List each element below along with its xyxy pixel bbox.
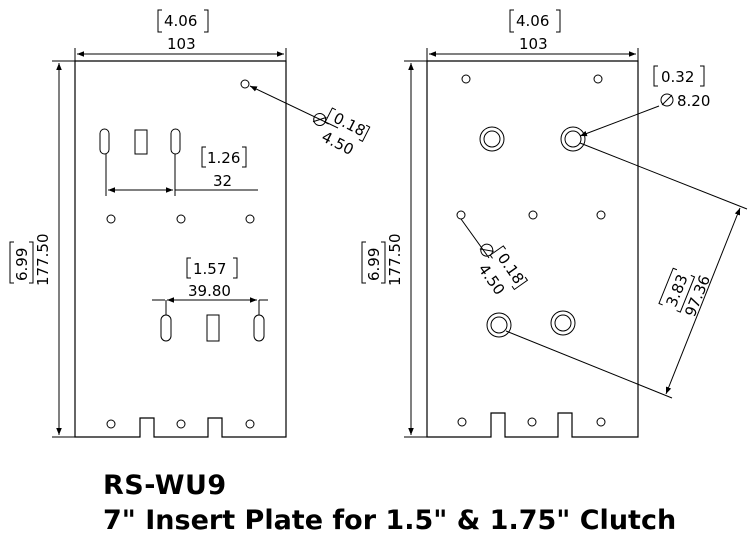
right-top-hole-2 [593, 74, 603, 84]
model-number: RS-WU9 [103, 470, 227, 501]
right-top-hole-1 [461, 74, 471, 84]
right-width-mm: 103 [519, 35, 548, 53]
left-rect-upper [134, 129, 148, 155]
left-mid-hole-1 [106, 214, 116, 224]
right-boss-dia-in: 0.32 [661, 68, 694, 86]
right-mid-hole-1 [456, 210, 466, 220]
right-plate-view: 4.06 103 6.99 177.50 0.32 8.20 [361, 9, 748, 438]
left-height-in: 6.99 [13, 248, 31, 281]
left-slot-dim-1-mm: 32 [213, 172, 232, 190]
right-mid-hole-2 [528, 210, 538, 220]
product-description: 7" Insert Plate for 1.5" & 1.75" Clutch [103, 505, 677, 536]
left-bottom-hole-3 [245, 419, 255, 429]
left-bottom-hole-1 [106, 419, 116, 429]
right-boss-lower-right [550, 310, 576, 336]
right-mid-hole-3 [596, 210, 606, 220]
left-slot-lower-1 [160, 314, 172, 342]
left-plate-view: 4.06 103 6.99 177.50 0.18 4.50 [9, 9, 371, 438]
right-boss-upper-left [479, 126, 505, 152]
left-slot-dim-1-in: 1.26 [207, 149, 240, 167]
right-bottom-hole-1 [457, 417, 467, 427]
right-bottom-hole-3 [596, 417, 606, 427]
left-width-mm: 103 [167, 35, 196, 53]
right-bottom-hole-2 [527, 417, 537, 427]
left-plate-outline [74, 60, 287, 438]
left-mid-hole-2 [176, 214, 186, 224]
left-slot-lower-2 [253, 314, 265, 342]
left-width-in: 4.06 [164, 12, 197, 30]
right-height-in: 6.99 [365, 248, 383, 281]
left-height-mm: 177.50 [34, 234, 52, 287]
left-top-hole [240, 79, 250, 89]
left-slot-dim-2-mm: 39.80 [188, 282, 231, 300]
left-slot-upper-2 [170, 128, 181, 155]
right-height-mm: 177.50 [386, 234, 404, 287]
right-boss-upper-right [560, 126, 586, 152]
left-slot-dim-2-in: 1.57 [193, 260, 226, 278]
left-slot-upper-1 [99, 128, 110, 155]
right-boss-lower-left [486, 312, 512, 338]
right-plate-outline [426, 60, 639, 438]
left-mid-hole-3 [245, 214, 255, 224]
right-width-in: 4.06 [516, 12, 549, 30]
right-boss-dia-mm: 8.20 [677, 92, 710, 110]
left-rect-lower [206, 314, 220, 342]
left-bottom-hole-2 [176, 419, 186, 429]
right-diagonal-dim-line [665, 207, 741, 395]
